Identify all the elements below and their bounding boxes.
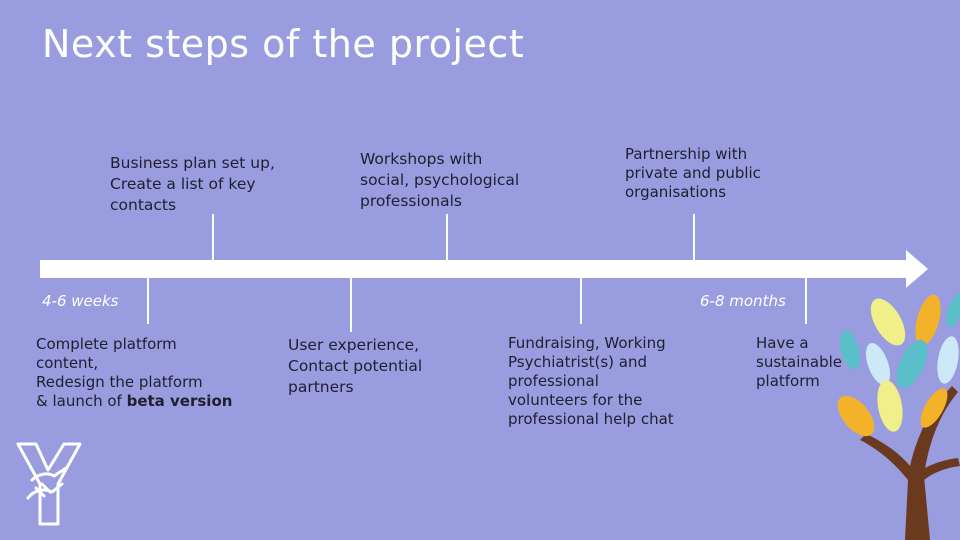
tick-above-3	[693, 214, 695, 260]
page-title: Next steps of the project	[42, 22, 525, 66]
milestone-partnership: Partnership with private and public orga…	[625, 145, 761, 201]
timeline-axis	[40, 260, 912, 278]
timeline-start-label: 4-6 weeks	[42, 292, 119, 310]
handshake-y-logo-icon	[16, 442, 82, 526]
tick-above-2	[446, 214, 448, 260]
tick-below-1	[147, 278, 149, 324]
milestone-platform-content-text: Complete platform content, Redesign the …	[36, 335, 203, 410]
tick-below-3	[580, 278, 582, 324]
milestone-fundraising: Fundraising, Working Psychiatrist(s) and…	[508, 334, 674, 428]
tick-above-1	[212, 214, 214, 260]
tick-below-2	[350, 278, 352, 332]
milestone-sustainable: Have a sustainable platform	[756, 334, 842, 390]
tick-below-4	[805, 278, 807, 324]
beta-version-emphasis: beta version	[126, 392, 233, 410]
milestone-workshops: Workshops with social, psychological pro…	[360, 150, 520, 210]
tree-illustration-icon	[837, 292, 960, 540]
timeline-end-label: 6-8 months	[700, 292, 786, 310]
timeline-arrowhead	[906, 250, 928, 288]
milestone-user-experience: User experience, Contact potential partn…	[288, 336, 423, 396]
milestone-business-plan: Business plan set up, Create a list of k…	[110, 154, 275, 214]
milestone-platform-content: Complete platform content, Redesign the …	[36, 335, 232, 411]
